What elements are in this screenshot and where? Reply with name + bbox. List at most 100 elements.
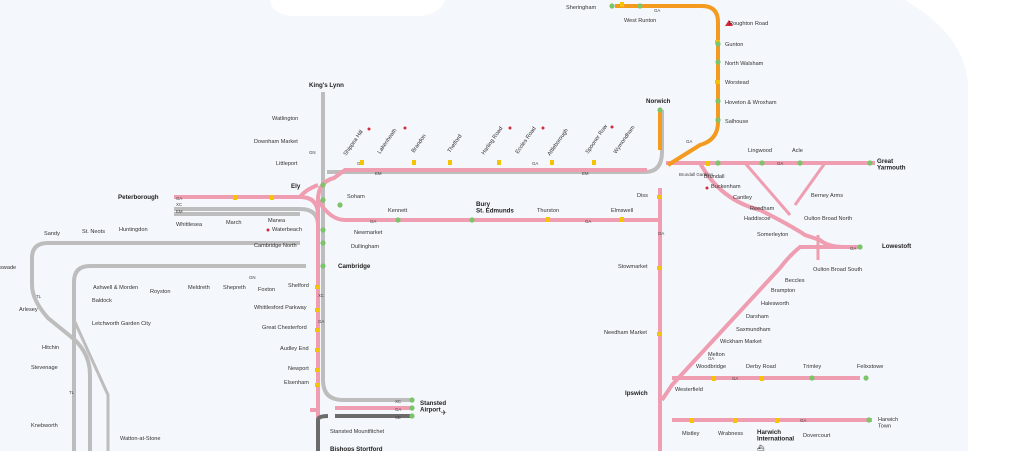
station-label: Darsham [746,314,769,320]
orange-line [615,4,720,167]
station-label: Brampton [771,288,795,294]
station-label: Stansted Mountfitchet [330,429,385,435]
station-label: Halesworth [761,301,789,307]
dark-lines [316,414,412,451]
station-label: Sheringham [566,5,597,11]
svg-text:GA: GA [732,376,738,381]
station-label: Cantley [733,195,752,201]
ship-icon: ⛴ [757,444,765,451]
station-label: Sandy [44,231,60,237]
svg-text:GA: GA [176,196,182,201]
svg-text:GN: GN [309,150,316,155]
station-label-major: Ipswich [625,390,648,397]
station-label: Mistley [682,431,700,437]
svg-text:SE: SE [395,415,401,420]
svg-text:GA: GA [318,319,324,324]
station-label: swade [0,265,16,271]
station-label: Letchworth Garden City [92,321,151,327]
station-label: Whittlesea [176,222,203,228]
station-label: Oulton Broad North [804,216,852,222]
station-label: Lingwood [748,148,772,154]
station-label-major: Peterborough [118,194,159,201]
station-label-major: King's Lynn [309,82,344,89]
svg-text:GA: GA [585,219,591,224]
station-label: Brundall [704,174,725,180]
station-label: Somerleyton [757,232,788,238]
svg-text:GA: GA [370,219,376,224]
highlight-marks [266,20,733,232]
pink-lines [174,161,875,451]
svg-text:GA: GA [777,161,783,166]
station-label: Shelford [288,283,309,289]
station-label: Watton-at-Stone [120,436,161,442]
station-label: Baldock [92,298,112,304]
station-label: Roughton Road [729,21,768,27]
station-label: Elmswell [611,208,633,214]
station-label: Worstead [725,80,749,86]
station-label: Huntingdon [119,227,148,233]
station-label-major: Cambridge [338,263,371,270]
station-label: Dovercourt [803,433,831,439]
station-label: Derby Road [746,364,776,370]
svg-text:GA: GA [654,8,660,13]
station-label: Oulton Broad South [813,267,862,273]
station-label: Reedham [750,206,775,212]
station-label: Knebworth [31,423,58,429]
station-label: Felixstowe [857,364,883,370]
station-label: Haddiscoe [744,216,770,222]
station-label: Littleport [276,161,298,167]
station-label-major: Lowestoft [882,243,911,250]
svg-text:GA: GA [850,246,856,251]
station-label: Audley End [280,346,309,352]
station-label: Soham [347,194,365,200]
station-label: Stowmarket [618,264,648,270]
station-label: Ashwell & Morden [93,285,138,291]
station-label: Meldreth [188,285,210,291]
station-label: Salhouse [725,119,748,125]
station-label: Waterbeach [272,227,302,233]
svg-text:EM: EM [176,209,183,214]
svg-text:GA: GA [395,407,401,412]
station-label: Buckenham [711,184,741,190]
station-label-major: Bishops Stortford [330,446,383,451]
station-label: Wickham Market [720,339,762,345]
station-label: Elsenham [284,380,309,386]
station-label: Downham Market [254,139,298,145]
svg-text:XC: XC [176,202,182,207]
station-label: Woodbridge [696,364,726,370]
svg-text:EM: EM [582,171,589,176]
station-label: Beccles [785,278,805,284]
station-label: Trimley [803,364,821,370]
station-label: Whittlesford Parkway [254,305,307,311]
station-label: Newport [288,366,309,372]
station-label: Royston [150,289,171,295]
station-label: Gunton [725,42,743,48]
station-label: Watlington [272,116,298,122]
svg-text:GA: GA [658,231,664,236]
station-label-major: Norwich [646,98,671,105]
station-label: Newmarket [354,230,383,236]
station-label: St. Neots [82,229,105,235]
svg-text:TL: TL [69,390,75,395]
svg-text:XC: XC [318,293,324,298]
station-label: Saxmundham [736,327,771,333]
station-dots [320,3,873,423]
station-label: Arlesey [19,307,38,313]
station-label: Wrabness [718,431,743,437]
station-label: Hitchin [42,345,59,351]
svg-text:XC: XC [395,399,401,404]
svg-text:GA: GA [800,418,806,423]
svg-text:EM: EM [375,171,382,176]
station-label: Shepreth [223,285,246,291]
station-label: Cambridge North [254,243,297,249]
station-label: Dullingham [351,244,379,250]
station-label: Stevenage [31,365,58,371]
